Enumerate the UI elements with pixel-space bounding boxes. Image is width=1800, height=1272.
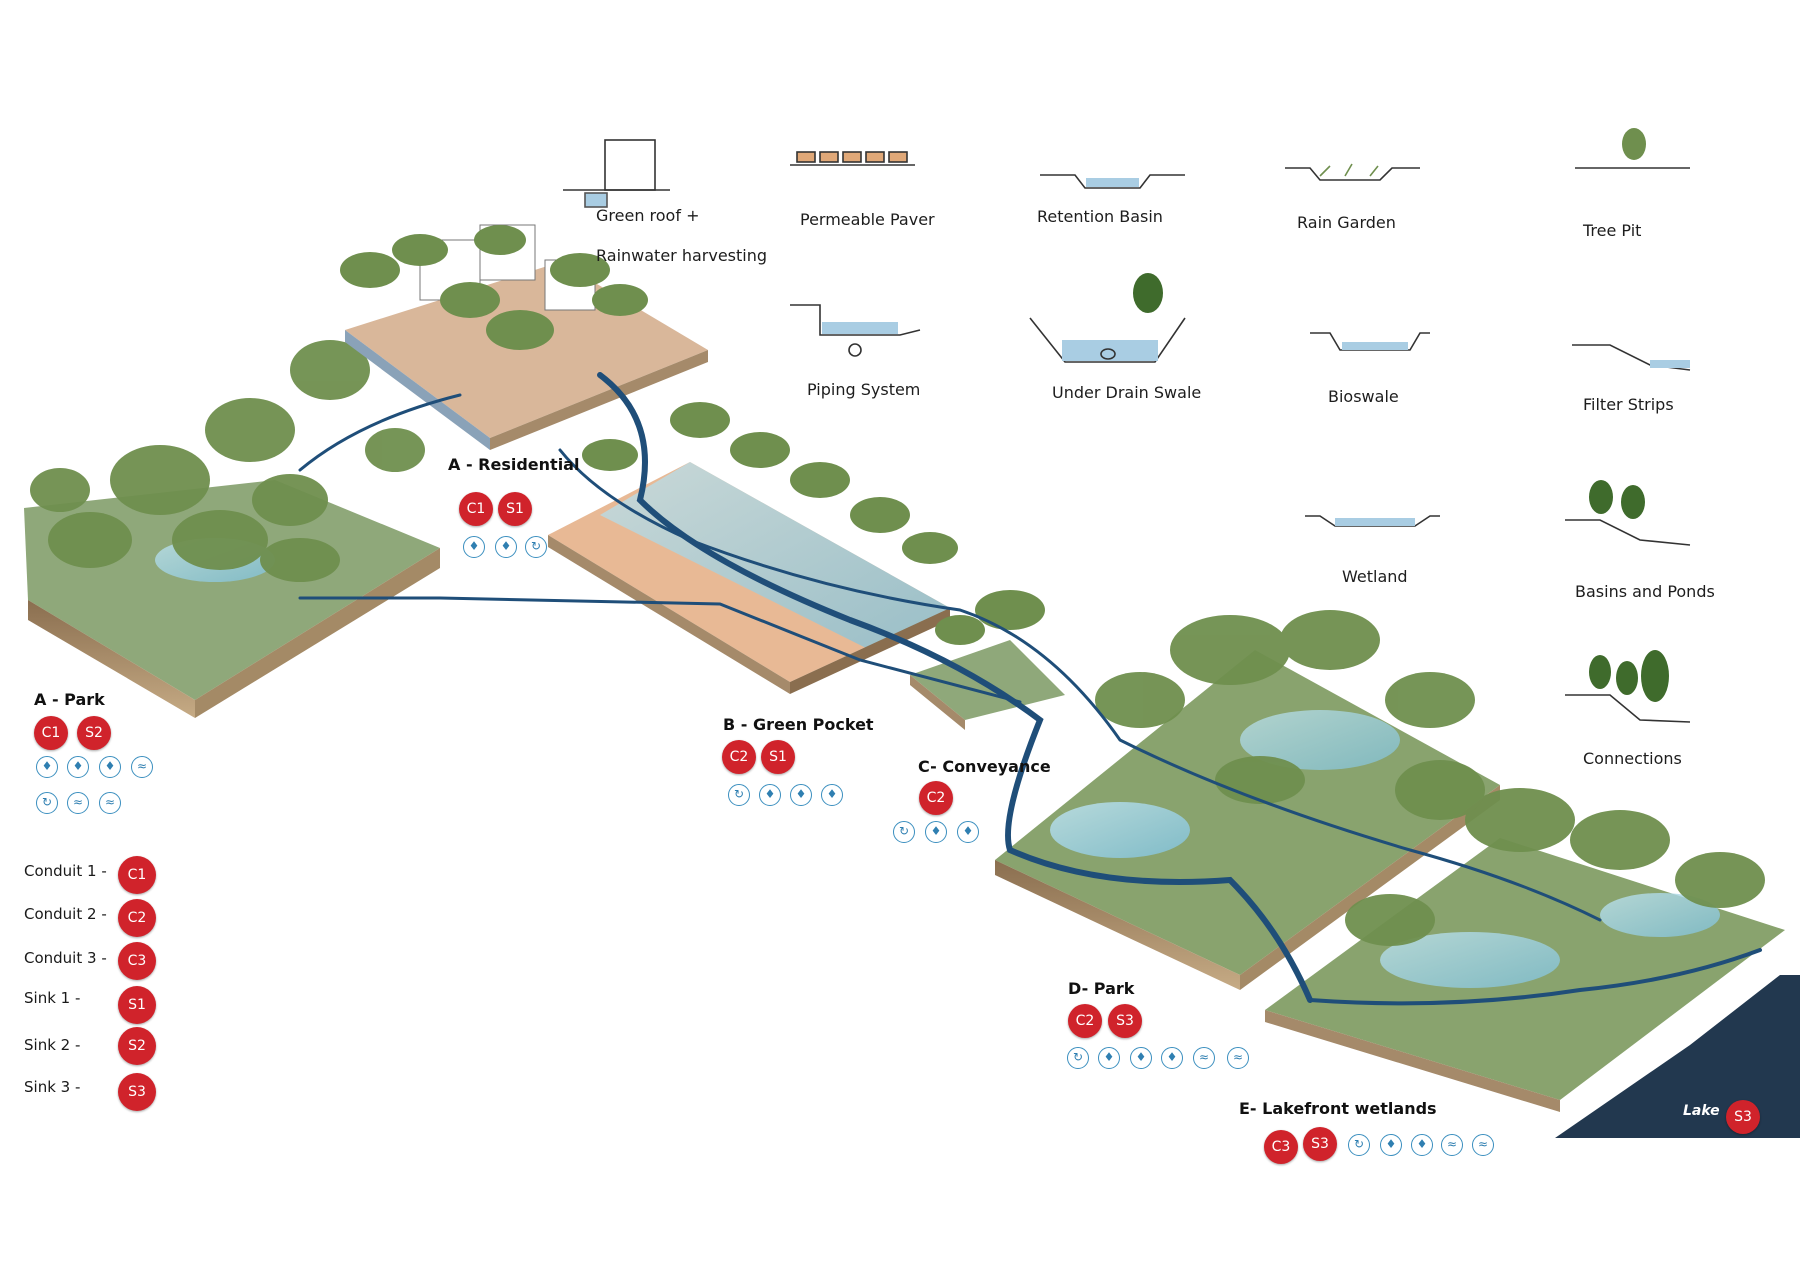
basin-icon: ≈ [99, 792, 121, 814]
flow-arrow-icon: ↻ [1348, 1134, 1370, 1156]
legend-sink-1-badge: S1 [118, 986, 156, 1024]
conveyance-c-block [910, 590, 1065, 730]
lake-badge: S3 [1726, 1100, 1760, 1134]
wetland-label: Wetland [1342, 567, 1408, 586]
bioswale-label: Bioswale [1328, 387, 1399, 406]
water-drop-icon: ♦ [1130, 1047, 1152, 1069]
water-drop-icon: ♦ [759, 784, 781, 806]
flow-arrow-icon: ↻ [728, 784, 750, 806]
park-d-block [995, 610, 1500, 990]
rainwater-harvesting-label: Rainwater harvesting [596, 246, 768, 265]
water-drop-icon: ♦ [67, 756, 89, 778]
legend-conduit-2-badge: C2 [118, 899, 156, 937]
piping-system-label: Piping System [807, 380, 921, 399]
water-drop-icon: ♦ [925, 821, 947, 843]
flow-arrow-icon: ↻ [893, 821, 915, 843]
zone-b-green-pocket-badge: S1 [761, 740, 795, 774]
water-drop-icon: ♦ [957, 821, 979, 843]
legend-sink-3-label: Sink 3 - [24, 1078, 81, 1096]
residential-a-block [340, 224, 708, 450]
zone-a-residential-badge: S1 [498, 492, 532, 526]
zone-b-green-pocket-title: B - Green Pocket [723, 715, 874, 734]
water-drop-icon: ♦ [1098, 1047, 1120, 1069]
conveyance-channels [298, 372, 1762, 1006]
green-roof-label: Green roof + [596, 206, 700, 225]
water-drop-icon: ♦ [1380, 1134, 1402, 1156]
basin-icon: ≈ [1472, 1134, 1494, 1156]
basin-icon: ≈ [1441, 1134, 1463, 1156]
legend-sink-3-badge: S3 [118, 1073, 156, 1111]
legend-sink-2-label: Sink 2 - [24, 1036, 81, 1054]
lake-label: Lake [1683, 1103, 1720, 1119]
basins-and-ponds-label: Basins and Ponds [1575, 582, 1715, 601]
zone-e-lakefront-badge: S3 [1303, 1127, 1337, 1161]
filter-strips-label: Filter Strips [1583, 395, 1674, 414]
water-drop-icon: ♦ [821, 784, 843, 806]
water-drop-icon: ♦ [1411, 1134, 1433, 1156]
measure-diagrams [563, 128, 1691, 723]
legend-conduit-3-badge: C3 [118, 942, 156, 980]
water-drop-icon: ♦ [1161, 1047, 1183, 1069]
lakefront-e-block [1265, 760, 1785, 1112]
legend-conduit-1-badge: C1 [118, 856, 156, 894]
legend-conduit-1-label: Conduit 1 - [24, 862, 107, 880]
basin-icon: ≈ [1227, 1047, 1249, 1069]
zone-c-conveyance-badge: C2 [919, 781, 953, 815]
basin-icon: ≈ [67, 792, 89, 814]
connections-label: Connections [1583, 749, 1682, 768]
green-pocket-b-block [548, 402, 958, 694]
zone-d-park-title: D- Park [1068, 979, 1135, 998]
zone-c-conveyance-title: C- Conveyance [918, 757, 1051, 776]
zone-a-residential-title: A - Residential [448, 455, 580, 474]
rain-garden-label: Rain Garden [1297, 213, 1396, 232]
basin-icon: ≈ [1193, 1047, 1215, 1069]
permeable-paver-label: Permeable Paver [800, 210, 935, 229]
park-a-block [24, 340, 440, 718]
water-drop-icon: ♦ [36, 756, 58, 778]
zone-a-park-badge: C1 [34, 716, 68, 750]
flow-arrow-icon: ↻ [525, 536, 547, 558]
zone-a-park-title: A - Park [34, 690, 105, 709]
water-drop-icon: ♦ [495, 536, 517, 558]
legend-conduit-3-label: Conduit 3 - [24, 949, 107, 967]
flow-arrow-icon: ↻ [1067, 1047, 1089, 1069]
water-drop-icon: ♦ [463, 536, 485, 558]
zone-b-green-pocket-badge: C2 [722, 740, 756, 774]
water-drop-icon: ♦ [99, 756, 121, 778]
lake-shape [1555, 975, 1800, 1138]
legend-conduit-2-label: Conduit 2 - [24, 905, 107, 923]
tree-pit-label: Tree Pit [1583, 221, 1642, 240]
legend-sink-1-label: Sink 1 - [24, 989, 81, 1007]
flow-arrow-icon: ↻ [36, 792, 58, 814]
zone-e-lakefront-title: E- Lakefront wetlands [1239, 1099, 1437, 1118]
retention-basin-label: Retention Basin [1037, 207, 1163, 226]
under-drain-swale-label: Under Drain Swale [1052, 383, 1202, 402]
zone-a-park-badge: S2 [77, 716, 111, 750]
zone-a-residential-badge: C1 [459, 492, 493, 526]
zone-e-lakefront-badge: C3 [1264, 1130, 1298, 1164]
basin-icon: ≈ [131, 756, 153, 778]
zone-d-park-badge: S3 [1108, 1004, 1142, 1038]
legend-sink-2-badge: S2 [118, 1027, 156, 1065]
water-drop-icon: ♦ [790, 784, 812, 806]
zone-d-park-badge: C2 [1068, 1004, 1102, 1038]
